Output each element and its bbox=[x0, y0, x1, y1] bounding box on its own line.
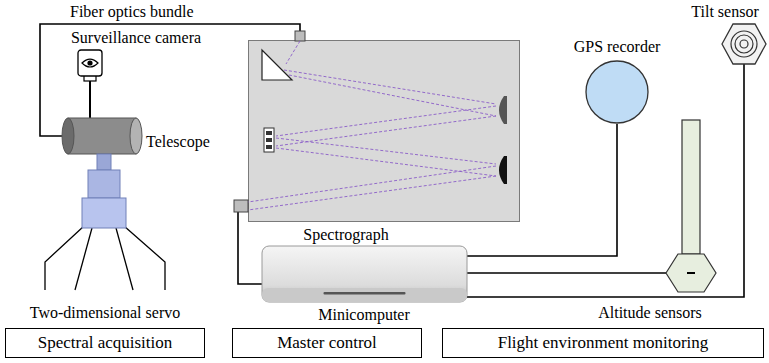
gps-recorder: GPS recorder bbox=[585, 60, 649, 124]
grating-line bbox=[266, 138, 272, 142]
section-box: Master control bbox=[232, 328, 422, 358]
grating bbox=[264, 128, 274, 152]
input-port bbox=[295, 31, 305, 41]
spectrograph-box-shape bbox=[248, 40, 520, 222]
light-ray bbox=[276, 116, 496, 146]
part-label: Spectrograph bbox=[303, 226, 388, 244]
tilt-ring bbox=[735, 35, 753, 53]
collimating-mirror bbox=[499, 96, 507, 124]
servo-lower-axis bbox=[82, 198, 126, 228]
gps-circle bbox=[586, 61, 648, 123]
camera-eye bbox=[82, 59, 98, 67]
part-label: Surveillance camera bbox=[71, 29, 201, 47]
spectrograph-box: Spectrograph bbox=[248, 40, 520, 222]
light-ray bbox=[276, 148, 496, 176]
light-ray bbox=[284, 70, 496, 104]
grating-line bbox=[266, 145, 272, 149]
camera-icon-shape bbox=[78, 50, 102, 118]
section-box: Flight environment monitoring bbox=[442, 328, 764, 358]
light-ray bbox=[284, 74, 496, 116]
section-label: Spectral acquisition bbox=[38, 333, 173, 353]
disc-slot bbox=[324, 292, 406, 295]
section-label: Flight environment monitoring bbox=[498, 333, 709, 353]
grating-line bbox=[266, 131, 272, 135]
tilt-ring bbox=[731, 31, 757, 57]
servo-mount: Two-dimensional servo bbox=[20, 154, 190, 292]
servo-upper-axis bbox=[88, 170, 120, 198]
altitude-sensor-shape bbox=[666, 120, 716, 292]
light-ray bbox=[286, 41, 300, 64]
camera-pupil bbox=[87, 60, 92, 65]
camera-icon: Surveillance camera bbox=[78, 50, 102, 118]
cable-label: Fiber optics bundle bbox=[68, 3, 196, 21]
telescope-back bbox=[62, 118, 74, 154]
minicomputer: Minicomputer bbox=[262, 246, 467, 302]
camera-stand bbox=[89, 80, 91, 118]
part-label: Minicomputer bbox=[318, 306, 410, 324]
altitude-body bbox=[666, 254, 716, 292]
output-port bbox=[234, 200, 248, 212]
altitude-sensor: Altitude sensors bbox=[666, 120, 716, 292]
telescope-tube bbox=[68, 118, 136, 154]
tripod-leg bbox=[75, 228, 92, 290]
servo-mount-shape bbox=[20, 154, 190, 292]
tripod-leg bbox=[116, 228, 133, 290]
light-ray bbox=[248, 176, 496, 210]
section-label: Master control bbox=[277, 333, 377, 353]
telescope-aperture bbox=[130, 118, 142, 154]
prism bbox=[262, 50, 292, 80]
part-label: Two-dimensional servo bbox=[30, 304, 180, 322]
light-ray bbox=[276, 138, 496, 164]
altitude-probe bbox=[682, 120, 700, 254]
part-label: Altitude sensors bbox=[598, 304, 702, 322]
light-ray bbox=[276, 106, 496, 136]
computer-front bbox=[262, 288, 467, 302]
tilt-sensor-shape bbox=[722, 24, 766, 64]
tilt-hexagon bbox=[722, 24, 766, 64]
tilt-sensor: Tilt sensor bbox=[722, 24, 766, 64]
telescope-cylinder-shape bbox=[62, 118, 142, 154]
part-label: Tilt sensor bbox=[691, 3, 758, 21]
computer-case bbox=[262, 246, 467, 302]
section-box: Spectral acquisition bbox=[5, 328, 205, 358]
telescope-cylinder: Telescope bbox=[62, 118, 142, 154]
gps-recorder-shape bbox=[585, 60, 649, 124]
part-label: GPS recorder bbox=[574, 38, 661, 56]
part-label: Telescope bbox=[146, 133, 210, 151]
signal-line bbox=[467, 272, 666, 274]
minicomputer-shape bbox=[262, 246, 467, 302]
light-ray bbox=[248, 166, 496, 202]
tilt-ring bbox=[740, 40, 748, 48]
camera-body bbox=[78, 50, 102, 76]
altitude-mark bbox=[687, 272, 695, 274]
focusing-mirror bbox=[499, 156, 507, 184]
servo-neck bbox=[97, 154, 111, 170]
